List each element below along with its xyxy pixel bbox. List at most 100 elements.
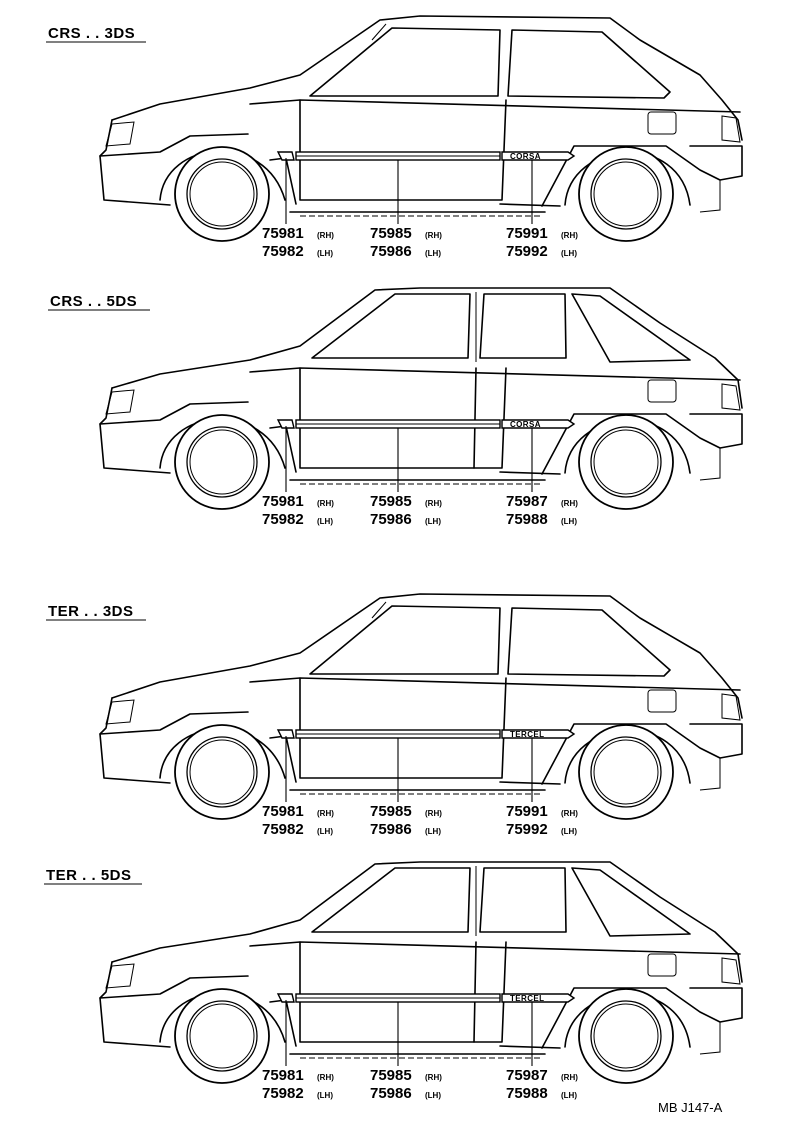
part-number-rh: 75991	[506, 225, 548, 242]
callout-2: 75985 (RH) 75986 (LH)	[370, 428, 442, 528]
rh-label: (RH)	[425, 1073, 442, 1082]
rear-quarter-molding	[501, 151, 576, 161]
section-crs-3ds: CRS . . 3DS CORSA 75981 (RH) 75982 (LH) 75985 (…	[46, 15, 743, 260]
reference-code: MB J147-A	[658, 1100, 723, 1115]
lh-label: (LH)	[317, 827, 333, 836]
part-number-rh: 75987	[506, 493, 548, 510]
front-fender-molding	[276, 993, 295, 1003]
lh-label: (LH)	[425, 827, 441, 836]
lh-label: (LH)	[317, 249, 333, 258]
callout-1: 75981 (RH) 75982 (LH)	[262, 736, 334, 838]
part-number-lh: 75988	[506, 511, 548, 528]
callout-3: 75987 (RH) 75988 (LH)	[506, 428, 578, 528]
rh-label: (RH)	[561, 499, 578, 508]
fuel-lid	[647, 689, 677, 713]
callout-1: 75981(RH)75982(LH)	[262, 426, 334, 528]
rear-quarter-molding	[501, 729, 576, 739]
rh-label: (RH)	[425, 231, 442, 240]
rh-label: (RH)	[425, 499, 442, 508]
rear-wheel	[578, 724, 674, 820]
part-number-rh: 75985	[370, 493, 412, 510]
part-number-lh: 75986	[370, 821, 412, 838]
part-number-lh: 75982	[262, 821, 304, 838]
part-number-rh: 75987	[506, 1067, 548, 1084]
lh-label: (LH)	[561, 249, 577, 258]
emblem-text: TERCEL	[510, 994, 544, 1003]
rh-label: (RH)	[561, 809, 578, 818]
tail-lamp	[721, 957, 741, 985]
part-number-rh: 75985	[370, 225, 412, 242]
rh-label: (RH)	[425, 809, 442, 818]
rh-label: (RH)	[317, 809, 334, 818]
section-crs-5ds: CRS . . 5DS CORSA 75981 (RH) 75982 (LH) 75985 (…	[48, 287, 743, 528]
fuel-lid	[647, 953, 677, 977]
rear-wheel	[578, 988, 674, 1084]
front-fender-molding	[276, 151, 295, 161]
part-number-lh: 75992	[506, 243, 548, 260]
emblem-text: CORSA	[510, 152, 541, 161]
side-molding: TERCEL	[276, 729, 576, 739]
part-number-rh: 75981	[262, 1067, 304, 1084]
rh-label: (RH)	[317, 499, 334, 508]
rear-wheel	[578, 414, 674, 510]
side-molding: CORSA	[276, 419, 576, 429]
front-fender-molding	[276, 729, 295, 739]
front-wheel	[174, 988, 270, 1084]
rh-label: (RH)	[317, 1073, 334, 1082]
callout-2: 75985 (RH) 75986 (LH)	[370, 738, 442, 838]
fuel-lid	[647, 379, 677, 403]
callout-1: 75981 (RH) 75982 (LH)	[262, 1000, 334, 1102]
section-ter-5ds: TER . . 5DSTERCEL75981(RH)75982(LH)75985…	[44, 861, 743, 1102]
callout-3: 75991 (RH) 75992 (LH)	[506, 160, 578, 260]
rear-quarter-molding	[501, 993, 576, 1003]
part-number-rh: 75985	[370, 1067, 412, 1084]
section-title: TER . . 3DS	[48, 603, 134, 620]
tail-lamp	[721, 383, 741, 411]
rh-label: (RH)	[561, 231, 578, 240]
lh-label: (LH)	[425, 249, 441, 258]
section-title: CRS . . 5DS	[50, 293, 137, 310]
side-molding: CORSA	[276, 151, 576, 161]
lh-label: (LH)	[561, 517, 577, 526]
callout-3: 75987(RH)75988(LH)	[506, 1002, 578, 1102]
front-wheel	[174, 414, 270, 510]
front-wheel	[174, 724, 270, 820]
part-number-rh: 75991	[506, 803, 548, 820]
lh-label: (LH)	[561, 1091, 577, 1100]
lh-label: (LH)	[561, 827, 577, 836]
car-body-outline	[99, 593, 743, 795]
rh-label: (RH)	[561, 1073, 578, 1082]
rh-label: (RH)	[317, 231, 334, 240]
part-number-lh: 75982	[262, 1085, 304, 1102]
car-body-outline	[99, 287, 743, 485]
car-body-outline	[99, 15, 743, 217]
part-number-rh: 75985	[370, 803, 412, 820]
rear-wheel	[578, 146, 674, 242]
part-number-rh: 75981	[262, 803, 304, 820]
tail-lamp	[721, 693, 741, 721]
side-molding: TERCEL	[276, 993, 576, 1003]
callout-1: 75981 (RH) 75982 (LH)	[262, 158, 334, 260]
lh-label: (LH)	[425, 517, 441, 526]
part-number-lh: 75986	[370, 511, 412, 528]
part-number-rh: 75981	[262, 225, 304, 242]
fuel-lid	[647, 111, 677, 135]
emblem-text: TERCEL	[510, 730, 544, 739]
rear-quarter-molding	[501, 419, 576, 429]
part-number-lh: 75986	[370, 1085, 412, 1102]
callout-2: 75985 (RH) 75986 (LH)	[370, 1002, 442, 1102]
callout-3: 75991 (RH) 75992 (LH)	[506, 738, 578, 838]
section-title: TER . . 5DS	[46, 867, 132, 884]
tail-lamp	[721, 115, 741, 143]
front-wheel	[174, 146, 270, 242]
part-number-lh: 75992	[506, 821, 548, 838]
lh-label: (LH)	[425, 1091, 441, 1100]
section-title: CRS . . 3DS	[48, 25, 135, 42]
part-number-lh: 75982	[262, 511, 304, 528]
callout-2: 75985 (RH) 75986 (LH)	[370, 160, 442, 260]
part-number-rh: 75981	[262, 493, 304, 510]
lh-label: (LH)	[317, 1091, 333, 1100]
part-number-lh: 75986	[370, 243, 412, 260]
part-number-lh: 75982	[262, 243, 304, 260]
section-ter-3ds: TER . . 3DSTERCEL75981(RH)75982(LH)75985…	[46, 593, 743, 838]
